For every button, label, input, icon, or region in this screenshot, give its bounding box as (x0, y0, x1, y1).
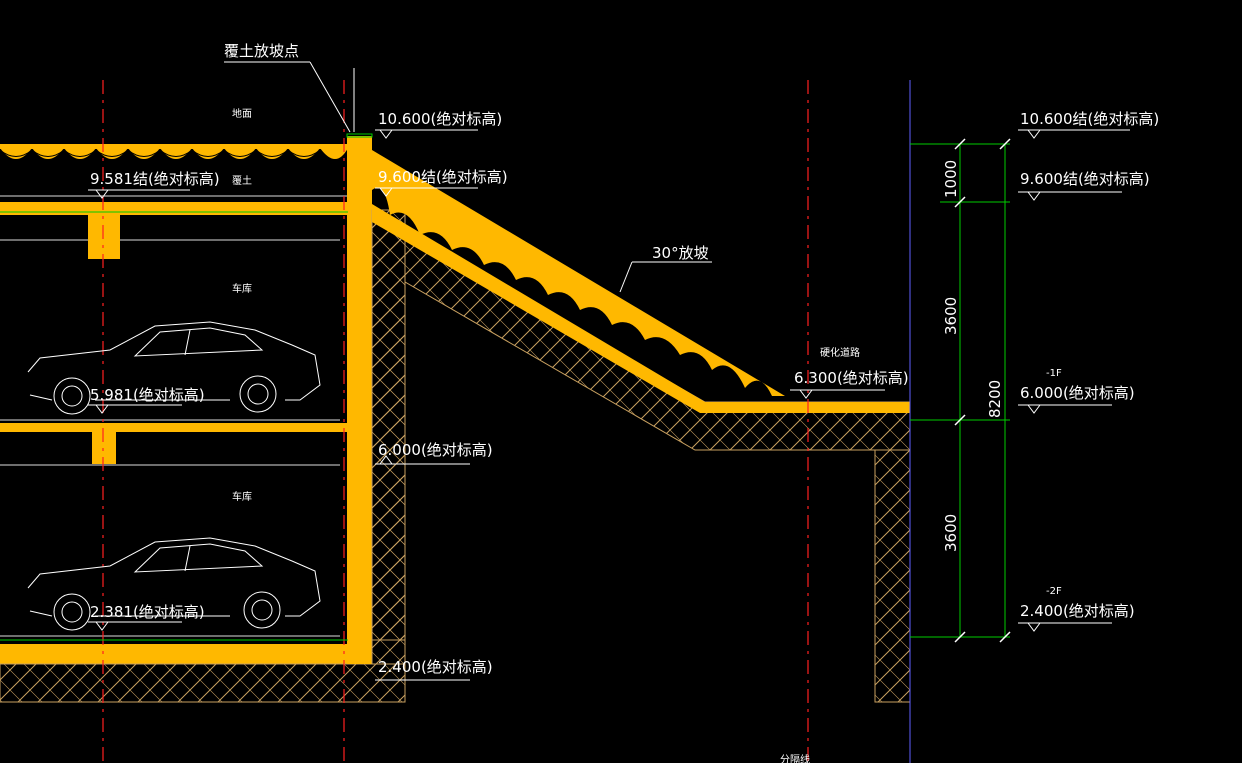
elev-2f: 2.400(绝对标高) (1020, 602, 1135, 620)
elev-left-top: 10.600(绝对标高) (378, 110, 502, 128)
elev-left-upper-floor: 5.981(绝对标高) (90, 386, 205, 404)
label-garage-upper: 车库 (232, 282, 252, 295)
dim-3600-lower: 3600 (942, 514, 960, 552)
elev-left-lower-floor: 2.381(绝对标高) (90, 603, 205, 621)
leader-fill-point (224, 61, 712, 293)
elev-left-inner-slab: 9.581结(绝对标高) (90, 170, 220, 188)
elev-right-structure: 9.600结(绝对标高) (1020, 170, 1150, 188)
car-lower (27, 537, 321, 631)
elevation-markers (88, 129, 1130, 681)
dim-1000: 1000 (942, 160, 960, 198)
base-hatch (0, 663, 406, 703)
elev-left-mid-floor: 6.000(绝对标高) (378, 441, 493, 459)
tag-2f: -2F (1046, 586, 1062, 597)
label-soil-cover: 覆土 (232, 174, 252, 187)
elev-right-top: 10.600结(绝对标高) (1020, 110, 1159, 128)
label-hardened-road: 硬化道路 (820, 346, 860, 359)
label-ground: 地面 (232, 107, 252, 120)
dimension-ticks (954, 138, 1011, 643)
thin-lines (0, 195, 348, 637)
right-wall-hatch (874, 449, 911, 703)
label-bottom-cut: 分隔线 (780, 753, 810, 763)
label-garage-lower: 车库 (232, 490, 252, 503)
soil-fill-top (0, 144, 348, 159)
slope-hatch (371, 211, 911, 641)
elev-left-structure: 9.600结(绝对标高) (378, 168, 508, 186)
dim-3600-upper: 3600 (942, 297, 960, 335)
slope-slab (372, 204, 910, 413)
elev-road: 6.300(绝对标高) (794, 369, 909, 387)
label-fill-slope-point: 覆土放坡点 (224, 42, 299, 60)
dim-8200: 8200 (986, 380, 1004, 418)
axis-lines (102, 80, 809, 763)
slope-scallops (372, 150, 785, 396)
elev-1f: 6.000(绝对标高) (1020, 384, 1135, 402)
tag-1f: -1F (1046, 368, 1062, 379)
slabs (0, 202, 372, 664)
elev-left-base: 2.400(绝对标高) (378, 658, 493, 676)
car-upper (27, 321, 321, 415)
label-slope-note: 30°放坡 (652, 244, 709, 262)
wall-cap (346, 133, 373, 138)
outer-wall (347, 136, 372, 664)
